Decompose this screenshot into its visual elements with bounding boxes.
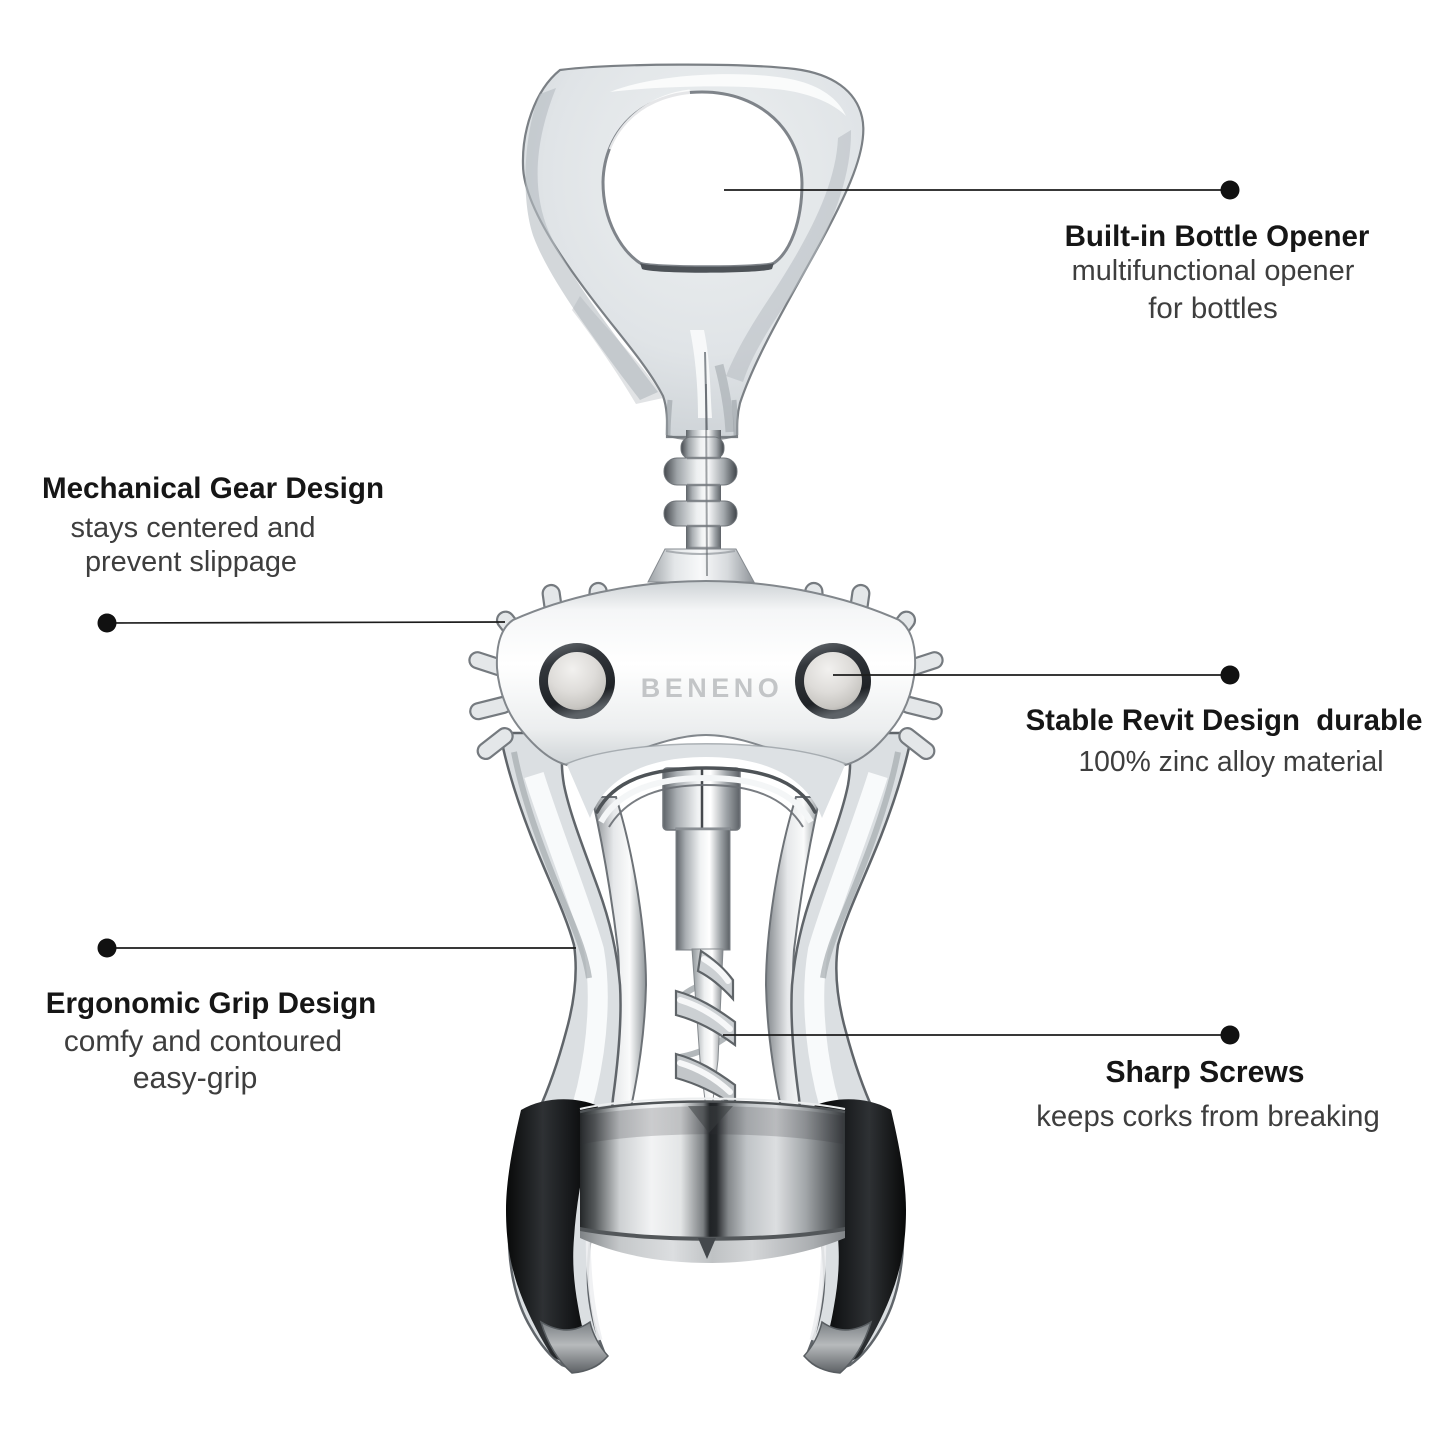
svg-text:Sharp Screws: Sharp Screws [1105,1056,1304,1089]
svg-text:for bottles: for bottles [1148,292,1278,325]
svg-text:comfy and contoured: comfy and contoured [64,1025,342,1058]
svg-text:Ergonomic Grip Design: Ergonomic Grip Design [46,987,377,1020]
svg-text:100% zinc alloy material: 100% zinc alloy material [1078,745,1383,777]
svg-text:BENENO: BENENO [641,673,784,703]
svg-text:keeps corks from breaking: keeps corks from breaking [1036,1100,1380,1133]
svg-text:Mechanical Gear Design: Mechanical Gear Design [42,472,384,505]
svg-text:multifunctional opener: multifunctional opener [1072,255,1355,287]
svg-text:Built-in Bottle Opener: Built-in Bottle Opener [1065,220,1370,253]
svg-text:stays centered and: stays centered and [70,512,315,544]
svg-text:easy-grip: easy-grip [133,1062,258,1095]
svg-text:prevent slippage: prevent slippage [85,546,297,578]
svg-text:Stable Revit Design durable: Stable Revit Design durable [1026,704,1423,737]
